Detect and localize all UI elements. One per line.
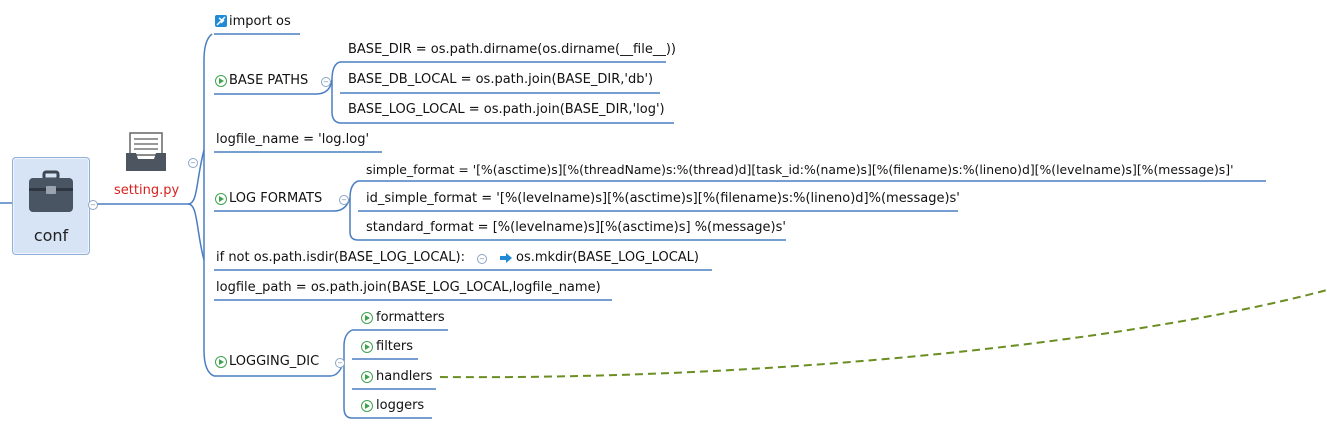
collapse-toggle-root[interactable]: − [88, 200, 98, 210]
node-logfile-path[interactable]: logfile_path = os.path.join(BASE_LOG_LOC… [216, 280, 601, 295]
node-logfile-name[interactable]: logfile_name = 'log.log' [216, 132, 370, 147]
node-base-db-local[interactable]: BASE_DB_LOCAL = os.path.join(BASE_DIR,'d… [348, 72, 654, 87]
node-formatters[interactable]: formatters [376, 310, 445, 325]
arrow-right-icon [500, 253, 512, 263]
node-base-paths[interactable]: BASE PATHS [229, 73, 309, 88]
expand-icon[interactable] [361, 312, 373, 324]
file-label[interactable]: setting.py [114, 183, 180, 198]
node-logging-dic[interactable]: LOGGING_DIC [229, 354, 320, 369]
collapse-toggle-base-paths[interactable]: − [321, 77, 331, 87]
collapse-toggle-logging-dic[interactable]: − [335, 358, 345, 368]
root-node-conf[interactable]: conf [12, 157, 90, 255]
node-if-not-isdir[interactable]: if not os.path.isdir(BASE_LOG_LOCAL): [216, 250, 465, 265]
node-id-simple-format[interactable]: id_simple_format = '[%(levelname)s][%(as… [366, 191, 960, 206]
expand-icon[interactable] [361, 371, 373, 383]
expand-icon[interactable] [215, 356, 227, 368]
collapse-toggle-if-not[interactable]: − [477, 254, 487, 264]
root-label: conf [33, 226, 69, 245]
collapse-toggle-file[interactable]: − [188, 158, 198, 168]
node-standard-format[interactable]: standard_format = [%(levelname)s][%(asct… [366, 220, 786, 235]
expand-icon[interactable] [215, 75, 227, 87]
collapse-toggle-log-formats[interactable]: − [339, 195, 349, 205]
node-simple-format[interactable]: simple_format = '[%(asctime)s][%(threadN… [366, 162, 1234, 177]
expand-icon[interactable] [361, 341, 373, 353]
expand-icon[interactable] [215, 193, 227, 205]
relationship-link[interactable] [439, 289, 1327, 379]
node-base-log-local[interactable]: BASE_LOG_LOCAL = os.path.join(BASE_DIR,'… [348, 102, 665, 117]
node-handlers[interactable]: handlers [376, 369, 433, 384]
node-loggers[interactable]: loggers [376, 398, 425, 413]
airplane-icon [215, 15, 227, 27]
node-filters[interactable]: filters [376, 339, 414, 354]
tray-icon [126, 132, 166, 171]
node-mkdir[interactable]: os.mkdir(BASE_LOG_LOCAL) [516, 250, 699, 265]
toolbox-icon [29, 170, 73, 212]
node-log-formats[interactable]: LOG FORMATS [229, 191, 323, 206]
node-base-dir[interactable]: BASE_DIR = os.path.dirname(os.dirname(__… [348, 42, 676, 57]
expand-icon[interactable] [361, 400, 373, 412]
node-import-os[interactable]: import os [229, 14, 291, 29]
